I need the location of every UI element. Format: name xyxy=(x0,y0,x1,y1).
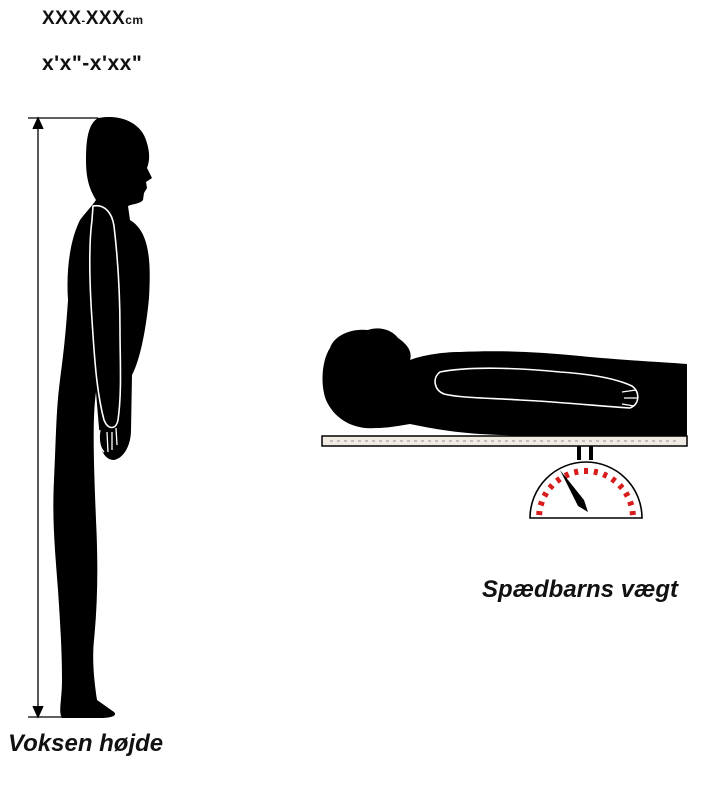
standing-adult-silhouette-icon xyxy=(53,117,152,718)
infant-weight-caption: Spædbarns vægt xyxy=(482,576,678,604)
scale-board-icon xyxy=(322,436,687,446)
infant-scale-gauge-icon xyxy=(530,446,642,518)
gauge-tick xyxy=(584,468,588,474)
lying-infant-silhouette-icon xyxy=(323,328,687,436)
gauge-tick xyxy=(536,511,542,516)
gauge-tick xyxy=(630,511,636,516)
adult-height-caption: Voksen højde xyxy=(8,730,163,758)
